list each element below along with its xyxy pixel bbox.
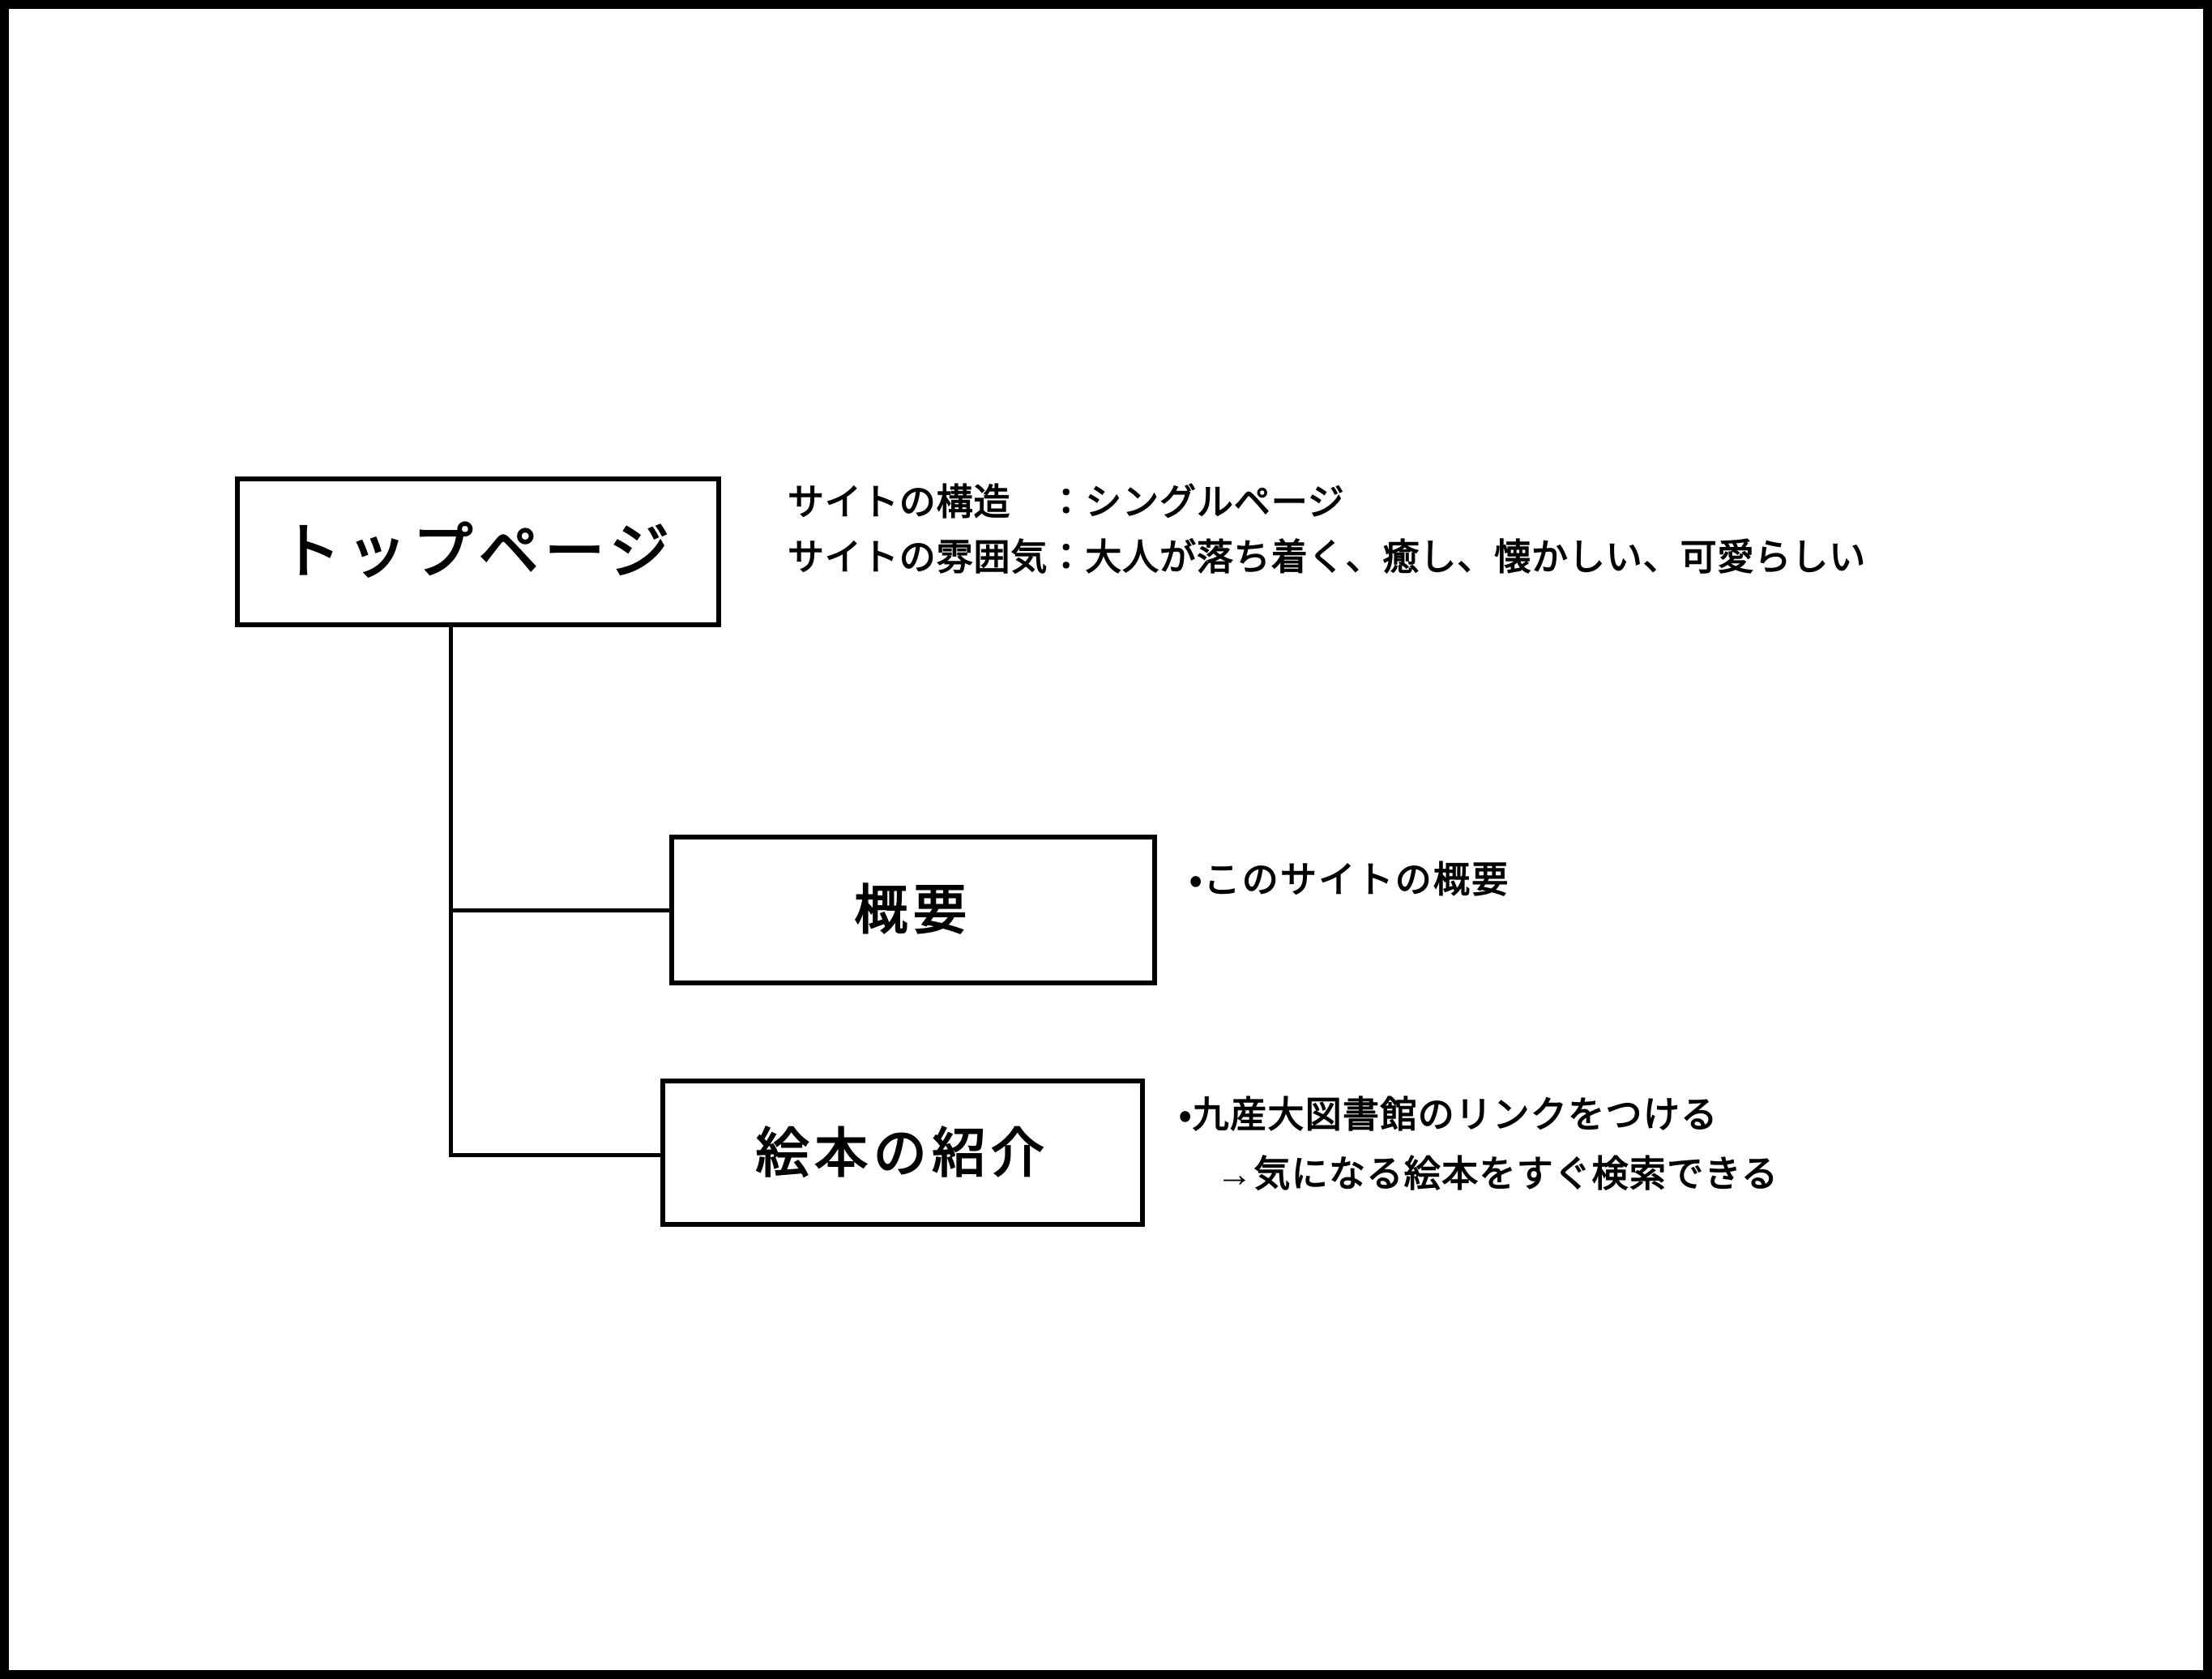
node-overview-label: 概要 [854, 880, 972, 940]
annotation-top-page-line-1: サイトの構造 ：シングルページ [788, 481, 1345, 523]
annotation-top-page-line-2: サイトの雰囲気：大人が落ち着く、癒し、懐かしい、可愛らしい [788, 536, 1867, 579]
annotation-picture-book-intro-line-1: ・九産大図書館のリンクをつける [1179, 1094, 1719, 1135]
node-overview[interactable]: 概要 [669, 835, 1157, 985]
node-top-page-label: トップページ [280, 518, 676, 585]
node-picture-book-intro[interactable]: 絵本の紹介 [660, 1079, 1145, 1227]
connector-trunk-vertical [449, 626, 453, 1157]
annotation-overview: ・このサイトの概要 [1189, 852, 1510, 908]
node-top-page[interactable]: トップページ [235, 476, 721, 627]
annotation-overview-line-1: ・このサイトの概要 [1189, 859, 1510, 900]
annotation-picture-book-intro: ・九産大図書館のリンクをつける →気になる絵本をすぐ検索できる [1179, 1086, 1779, 1204]
annotation-top-page: サイトの構造 ：シングルページ サイトの雰囲気：大人が落ち着く、癒し、懐かしい、… [788, 475, 1866, 586]
connector-branch-to-overview [449, 908, 673, 912]
annotation-picture-book-intro-line-2: →気になる絵本をすぐ検索できる [1216, 1152, 1779, 1194]
connector-branch-to-picture-book-intro [449, 1153, 664, 1157]
node-picture-book-intro-label: 絵本の紹介 [755, 1122, 1050, 1183]
